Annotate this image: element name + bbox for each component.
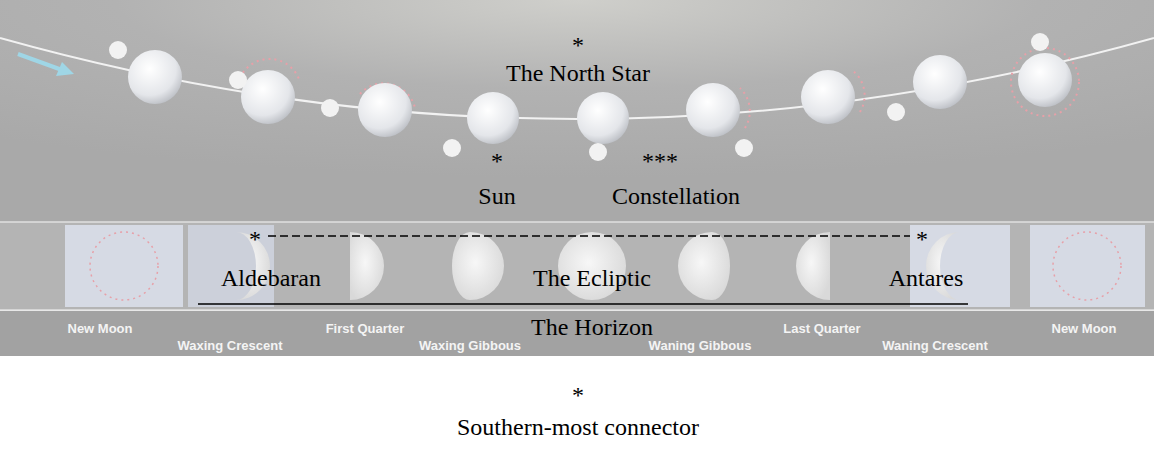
motion-arrow: [18, 54, 62, 70]
phase-label: Last Quarter: [783, 322, 860, 337]
earth-spheres: [128, 50, 1072, 144]
body-name: Constellation: [612, 183, 740, 211]
moon-phase-panels: [65, 225, 1145, 307]
motion-arrowhead: [56, 62, 74, 76]
sky-panel: [0, 0, 1154, 222]
star-name: Aldebaran: [221, 265, 321, 293]
star-marker: *: [249, 226, 261, 254]
phase-label: New Moon: [68, 322, 133, 337]
line-label: The Ecliptic: [533, 265, 651, 293]
star-marker: *: [916, 226, 928, 254]
label-band: [0, 311, 1154, 356]
phase-label: New Moon: [1052, 322, 1117, 337]
line-label: The Horizon: [531, 314, 653, 342]
body-name: Sun: [478, 183, 515, 211]
phase-label: Waxing Crescent: [178, 339, 283, 354]
connector-label: Southern-most connector: [457, 414, 699, 442]
star-marker: *: [572, 382, 584, 410]
small-moons: [109, 33, 1049, 161]
star-name: Antares: [889, 265, 964, 293]
star-marker: *: [572, 32, 584, 60]
ecliptic-line: [268, 235, 910, 237]
star-name: The North Star: [506, 60, 650, 88]
phase-label: First Quarter: [326, 322, 405, 337]
star-marker: *: [491, 148, 503, 176]
phase-label: Waning Crescent: [882, 339, 988, 354]
phase-label: Waxing Gibbous: [419, 339, 521, 354]
star-marker: ***: [642, 148, 678, 176]
horizon-line: [198, 303, 968, 305]
phase-strip: [0, 222, 1154, 310]
phase-label: Waning Gibbous: [649, 339, 752, 354]
